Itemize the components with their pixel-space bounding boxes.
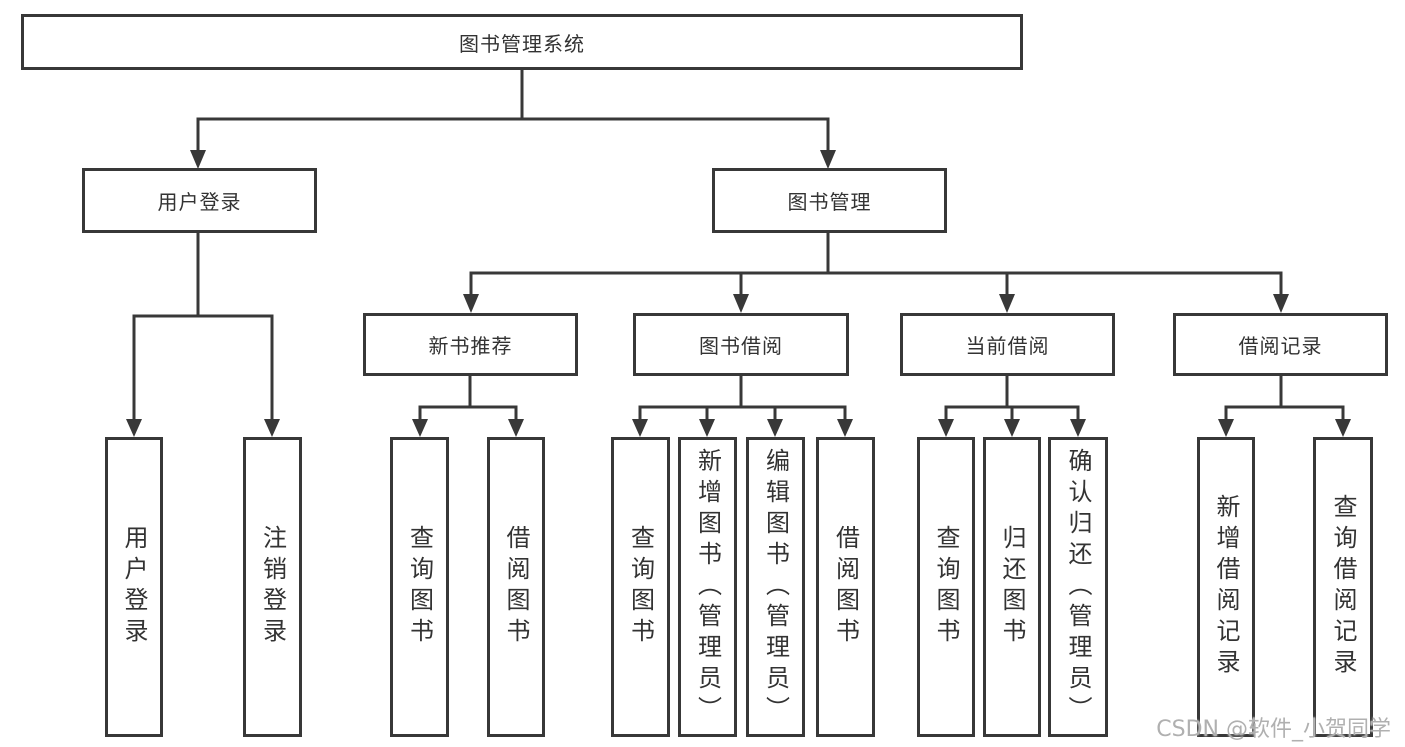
- node-nb-borrow-books-label: 借阅图书: [502, 525, 530, 649]
- node-bb-edit-books: 编辑图书（管理员）: [746, 437, 805, 737]
- node-nb-borrow-books: 借阅图书: [487, 437, 545, 737]
- node-cb-return-books-label: 归还图书: [998, 525, 1026, 649]
- node-cb-query-books-label: 查询图书: [932, 525, 960, 649]
- node-borrow-records: 借阅记录: [1173, 313, 1388, 376]
- node-logout-label: 注销登录: [258, 525, 287, 649]
- node-borrow-records-label: 借阅记录: [1238, 334, 1323, 358]
- node-bb-query-books-label: 查询图书: [626, 525, 655, 649]
- node-book-borrow: 图书借阅: [633, 313, 849, 376]
- node-bb-borrow-books-label: 借阅图书: [831, 525, 860, 649]
- node-bb-borrow-books: 借阅图书: [816, 437, 875, 737]
- node-user-login-label: 用户登录: [157, 190, 242, 214]
- node-cb-confirm-return: 确认归还（管理员）: [1048, 437, 1108, 737]
- node-nb-query-books: 查询图书: [390, 437, 449, 737]
- node-bb-edit-books-label: 编辑图书（管理员）: [761, 447, 790, 727]
- node-login-label: 用户登录: [120, 525, 148, 649]
- node-current-borrow-label: 当前借阅: [965, 334, 1050, 358]
- node-book-mgmt: 图书管理: [712, 168, 947, 233]
- node-logout: 注销登录: [243, 437, 302, 737]
- node-login: 用户登录: [105, 437, 163, 737]
- node-bb-add-books-label: 新增图书（管理员）: [693, 447, 722, 727]
- node-book-mgmt-label: 图书管理: [787, 190, 872, 214]
- node-nb-query-books-label: 查询图书: [405, 525, 434, 649]
- node-bb-query-books: 查询图书: [611, 437, 670, 737]
- node-cb-query-books: 查询图书: [917, 437, 975, 737]
- node-new-books: 新书推荐: [363, 313, 578, 376]
- node-book-borrow-label: 图书借阅: [699, 334, 783, 358]
- node-root-label: 图书管理系统: [459, 31, 585, 56]
- connector-lines: [132, 69, 1345, 420]
- node-new-books-label: 新书推荐: [428, 334, 513, 358]
- node-root: 图书管理系统: [21, 14, 1023, 70]
- node-current-borrow: 当前借阅: [900, 313, 1115, 376]
- node-cb-confirm-return-label: 确认归还（管理员）: [1064, 447, 1092, 727]
- node-cb-return-books: 归还图书: [983, 437, 1041, 737]
- node-br-add-record-label: 新增借阅记录: [1212, 494, 1240, 680]
- node-br-query-record-label: 查询借阅记录: [1329, 494, 1357, 680]
- node-br-query-record: 查询借阅记录: [1313, 437, 1373, 737]
- node-bb-add-books: 新增图书（管理员）: [678, 437, 737, 737]
- csdn-watermark: CSDN @软件_小贺同学: [1156, 717, 1391, 742]
- node-user-login: 用户登录: [82, 168, 317, 233]
- node-br-add-record: 新增借阅记录: [1197, 437, 1255, 737]
